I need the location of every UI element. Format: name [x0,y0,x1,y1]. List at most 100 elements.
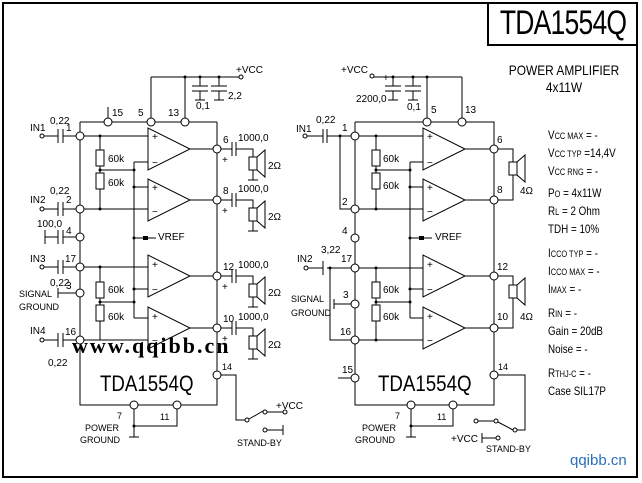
svg-text:IN1: IN1 [296,124,312,135]
svg-text:5: 5 [431,105,437,116]
svg-text:IN3: IN3 [30,254,46,265]
right-signal-ground: SIGNAL GROUND 3 [291,290,360,318]
right-chip-label: TDA1554Q [378,373,472,397]
svg-text:+: + [222,282,228,293]
right-cap-0-1 [405,77,421,101]
spec-key: V [548,128,555,142]
svg-text:8: 8 [223,186,229,197]
spec-key: Noise [548,342,574,356]
svg-text:+: + [222,155,228,166]
svg-text:GROUND: GROUND [291,308,331,318]
svg-text:+: + [427,183,433,194]
spec-key: Gain [548,324,569,338]
left-resistor-network-top: 60k 60k [95,134,134,211]
svg-text:7: 7 [117,411,122,421]
left-pin-5 [146,117,156,127]
right-pin-11 [448,400,458,410]
svg-text:+: + [222,334,228,345]
svg-text:+: + [427,312,433,323]
left-pin-15-label: 15 [112,108,124,119]
svg-text:0,22: 0,22 [50,186,70,197]
svg-text:+: + [383,73,389,84]
svg-text:−: − [427,207,433,218]
spec-value: = - [579,366,591,380]
subtitle-line-2: 4x11W [545,79,583,95]
right-power-ground-label: POWER [362,423,397,433]
svg-text:15: 15 [342,365,354,376]
svg-text:0,22: 0,22 [50,278,70,289]
spec-subscript: L [555,207,560,217]
svg-text:+: + [427,132,433,143]
svg-text:2: 2 [66,195,72,206]
svg-text:−: − [427,158,433,169]
spec-key: P [548,186,555,200]
right-chip-outline [354,121,495,406]
svg-text:14: 14 [222,362,232,372]
svg-text:−: − [152,158,158,169]
right-pin-5 [422,117,432,127]
svg-text:3,22: 3,22 [321,245,341,256]
svg-text:12: 12 [223,262,235,273]
spec-subscript: MAX [550,285,567,295]
svg-text:60k: 60k [108,178,125,189]
right-circuit: +VCC + 2200,0 0,1 5 13 IN1 0,22 1 2 4 [291,65,534,454]
spec-value: = 2 Ohm [561,204,600,218]
spec-value: = - [575,342,588,356]
svg-text:4: 4 [66,226,72,237]
svg-text:1000,0: 1000,0 [238,133,269,144]
svg-text:8: 8 [497,185,503,196]
spec-row: VCC RNG = - [548,164,598,178]
left-amplifier-1: +− [147,127,213,171]
left-pin-13-label: 13 [168,108,180,119]
left-standby-switch[interactable] [244,409,288,435]
title-box: TDA1554Q [487,2,638,46]
svg-text:0,22: 0,22 [50,116,70,127]
svg-text:60k: 60k [108,312,125,323]
left-signal-ground: SIGNAL GROUND 3 [19,281,85,312]
svg-text:60k: 60k [383,154,400,165]
spec-value: = - [586,128,598,142]
right-pin-2 [350,204,360,214]
svg-text:17: 17 [65,254,77,265]
right-resistor-network-top: 60k 60k [371,134,410,211]
svg-text:1: 1 [342,123,348,134]
svg-text:6: 6 [497,135,503,146]
svg-text:+VCC: +VCC [451,434,478,445]
chip-title: TDA1554Q [500,3,627,42]
right-standby-label: STAND-BY [486,444,531,454]
svg-text:16: 16 [340,327,352,338]
svg-text:1000,0: 1000,0 [238,312,269,323]
spec-key: R [548,306,556,320]
left-amplifier-4: +− [147,306,213,350]
svg-text:+: + [152,183,158,194]
spec-key: V [548,146,555,160]
svg-text:12: 12 [497,262,509,273]
left-cap-0-1 [192,77,208,101]
spec-row: Noise = - [548,342,588,356]
left-standby-label: STAND-BY [237,438,282,448]
spec-row: VCC TYP =14,4V [548,146,616,160]
right-standby-switch[interactable] [473,418,518,443]
right-pin-13 [457,117,467,127]
svg-text:10: 10 [497,312,509,323]
spec-row: VCC MAX = - [548,128,598,142]
svg-text:+: + [152,260,158,271]
svg-text:IN2: IN2 [297,254,313,265]
right-output-bridge-1: 6 8 4Ω [489,135,534,205]
spec-value: = - [587,264,600,278]
spec-value: = 20dB [571,324,604,338]
svg-text:60k: 60k [108,285,125,296]
svg-text:4: 4 [342,226,348,237]
svg-text:2Ω: 2Ω [268,288,282,299]
spec-value: = 4x11W [563,186,602,200]
svg-text:+: + [152,132,158,143]
spec-row: TDH = 10% [548,222,599,236]
svg-text:GROUND: GROUND [19,302,59,312]
spec-row: ICCO TYP = - [548,246,598,260]
right-pin-14 [489,370,499,380]
spec-key: TDH [548,222,569,236]
svg-text:11: 11 [160,412,169,422]
